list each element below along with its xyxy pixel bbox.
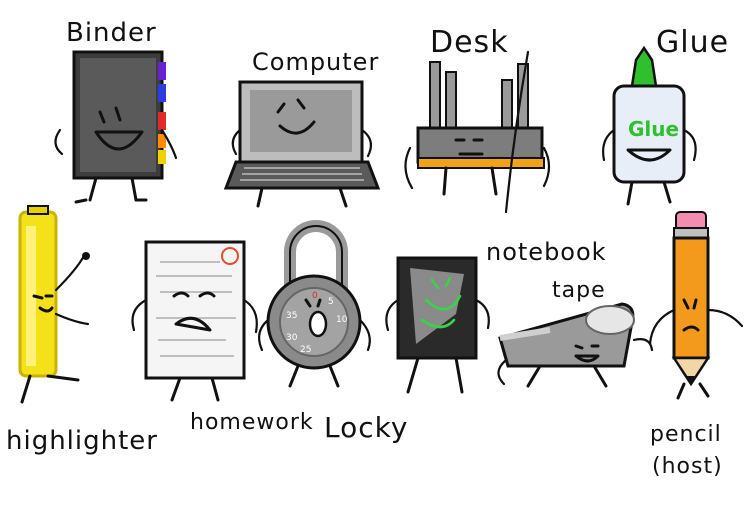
locky-character: 0 5 35 10 30 25: [257, 220, 371, 388]
computer-character: [223, 80, 381, 208]
lock-number: 10: [336, 315, 348, 325]
label-notebook: notebook: [486, 238, 607, 266]
label-highlighter: highlighter: [6, 426, 158, 456]
glue-bottle-text: Glue: [628, 117, 679, 141]
lock-number: 0: [312, 291, 318, 301]
label-binder: Binder: [66, 18, 157, 48]
lock-number: 5: [328, 297, 334, 307]
label-glue: Glue: [656, 25, 730, 60]
glue-character: Glue: [602, 45, 697, 206]
label-pencil-host: (host): [652, 454, 723, 479]
pencil-character: [648, 211, 744, 400]
tape-character: [497, 302, 654, 388]
label-computer: Computer: [252, 48, 380, 76]
lock-number: 25: [300, 345, 311, 355]
binder-character: [54, 50, 178, 204]
label-tape: tape: [552, 278, 606, 303]
label-pencil: pencil: [650, 422, 722, 447]
lock-number: 30: [286, 333, 298, 343]
label-desk: Desk: [430, 25, 509, 60]
label-locky: Locky: [324, 411, 409, 444]
lock-number: 35: [286, 311, 297, 321]
label-homework: homework: [190, 410, 314, 435]
desk-character: [404, 50, 551, 214]
homework-character: [131, 240, 258, 402]
highlighter-character: [18, 205, 90, 404]
notebook-character: [385, 256, 490, 394]
